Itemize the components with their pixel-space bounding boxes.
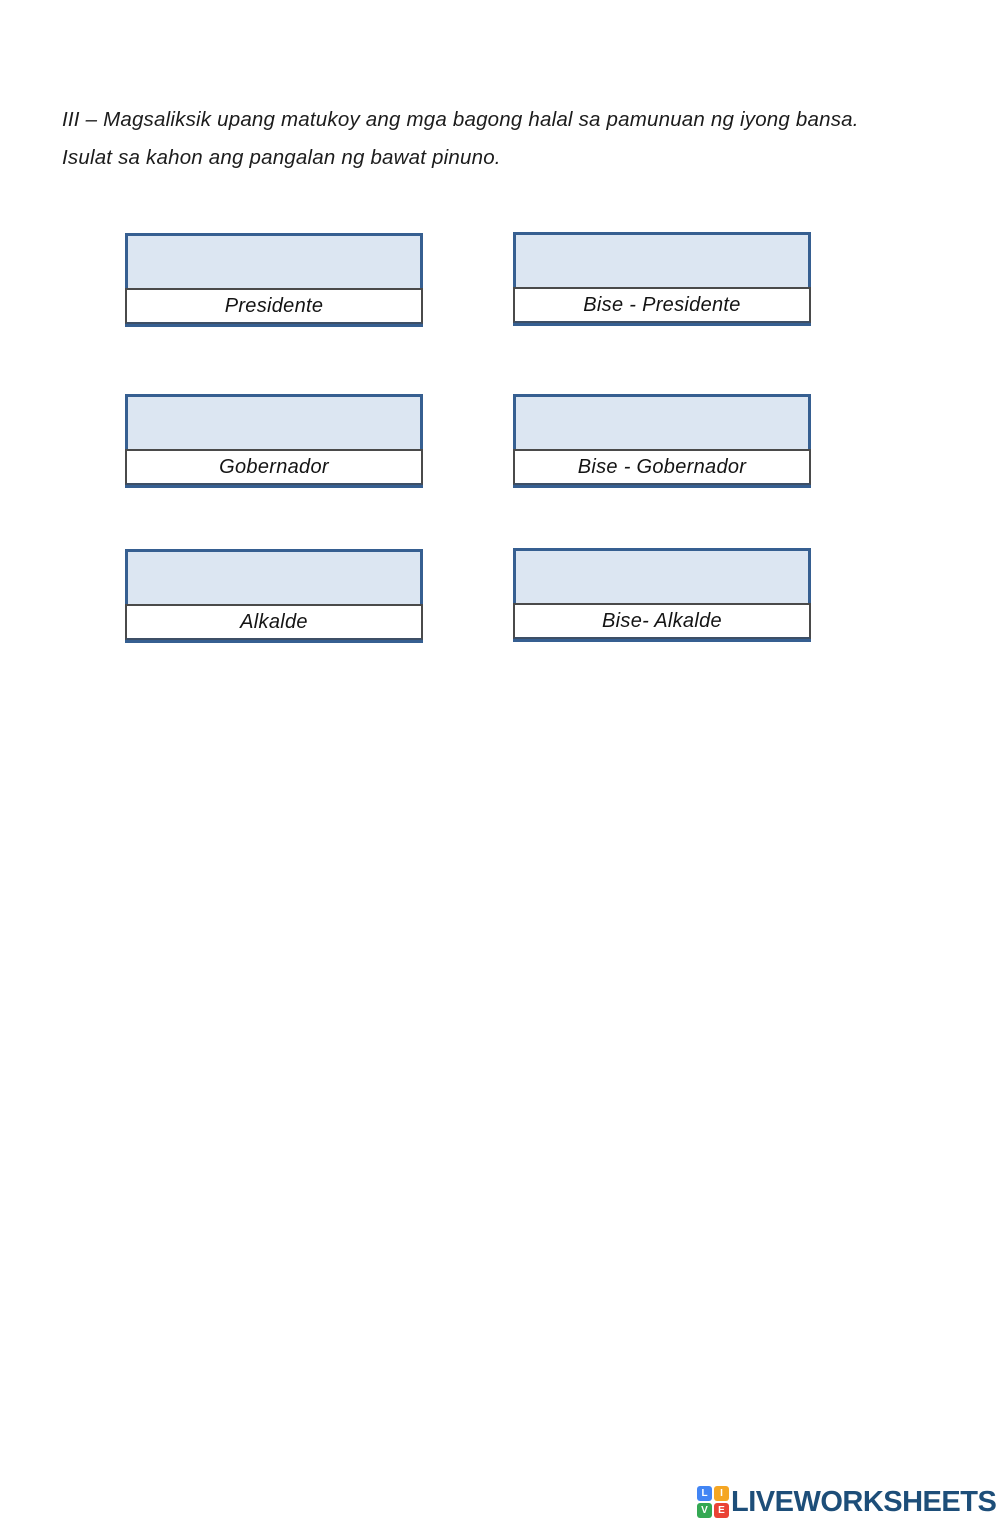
answer-label-gobernador: Gobernador [125,449,423,485]
liveworksheets-tiles-icon: L I V E [697,1486,729,1518]
answer-box-bise-alkalde: Bise- Alkalde [513,548,811,642]
answer-box-alkalde: Alkalde [125,549,423,643]
logo-tile-l: L [697,1486,712,1501]
liveworksheets-wordmark: LIVEWORKSHEETS [731,1485,997,1518]
liveworksheets-logo[interactable]: L I V E LIVEWORKSHEETS [697,1485,997,1518]
answer-input-bise-alkalde[interactable] [516,551,808,603]
answer-box-bise-presidente: Bise - Presidente [513,232,811,326]
answer-label-bise-presidente: Bise - Presidente [513,287,811,323]
instruction-line-2: Isulat sa kahon ang pangalan ng bawat pi… [62,146,501,169]
answer-box-gobernador: Gobernador [125,394,423,488]
logo-tile-i: I [714,1486,729,1501]
answer-input-bise-gobernador[interactable] [516,397,808,449]
answer-label-bise-alkalde: Bise- Alkalde [513,603,811,639]
logo-tile-v: V [697,1503,712,1518]
answer-input-alkalde[interactable] [128,552,420,604]
answer-box-bise-gobernador: Bise - Gobernador [513,394,811,488]
answer-label-presidente: Presidente [125,288,423,324]
answer-input-presidente[interactable] [128,236,420,288]
answer-box-presidente: Presidente [125,233,423,327]
instruction-line-1: III – Magsaliksik upang matukoy ang mga … [62,108,859,131]
answer-input-gobernador[interactable] [128,397,420,449]
instruction-text: III – Magsaliksik upang matukoy ang mga … [62,101,952,177]
answer-label-bise-gobernador: Bise - Gobernador [513,449,811,485]
answer-input-bise-presidente[interactable] [516,235,808,287]
logo-tile-e: E [714,1503,729,1518]
answer-label-alkalde: Alkalde [125,604,423,640]
